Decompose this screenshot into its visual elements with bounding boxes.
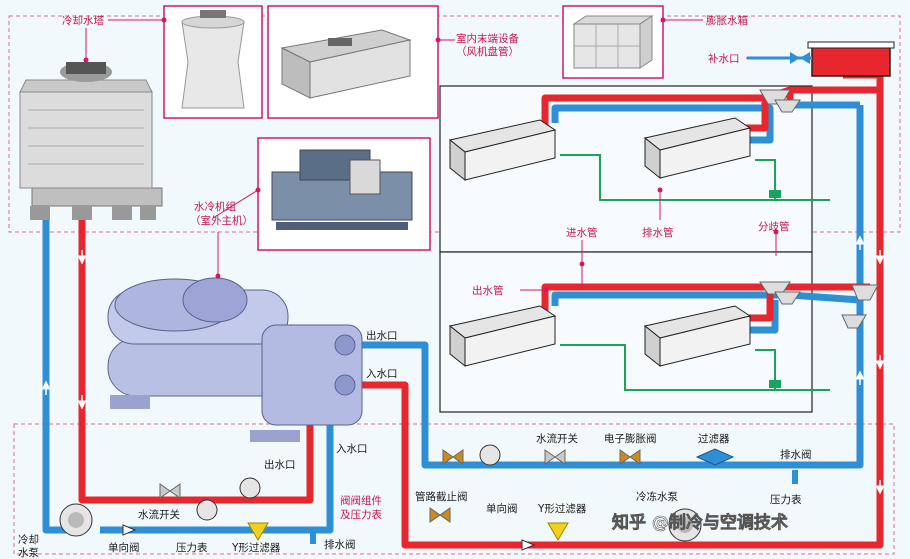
inlet-lower-label: 入水口 bbox=[336, 443, 368, 455]
expansion-tank-label: 膨胀水箱 bbox=[706, 14, 748, 27]
makeup-water-label: 补水口 bbox=[708, 52, 740, 65]
fan-coil-unit-2 bbox=[643, 117, 752, 180]
y-filter-left-label: Y形过滤器 bbox=[231, 541, 281, 554]
pressure-gauge-icon bbox=[239, 477, 261, 499]
chiller-label: 水冷机组 bbox=[194, 200, 236, 213]
valve-group-sub-label: 及压力表 bbox=[340, 508, 382, 521]
drain-valve-right-label: 排水阀 bbox=[780, 448, 812, 461]
cooling-tower-photo bbox=[163, 5, 263, 119]
fan-coil-unit-1 bbox=[448, 119, 557, 182]
inlet-upper-label: 入水口 bbox=[366, 368, 398, 380]
inlet-pipe-label: 进水管 bbox=[566, 226, 598, 239]
makeup-valve-icon bbox=[790, 52, 810, 64]
drain-pipes bbox=[560, 154, 830, 391]
callout-dots bbox=[83, 17, 779, 293]
valve-icons bbox=[122, 448, 798, 551]
cooling-pump-sub-label: 水泵 bbox=[18, 547, 39, 559]
callout-lines bbox=[85, 19, 777, 291]
valve-group-label: 阀阀组件 bbox=[340, 494, 382, 507]
cooling-tower-label: 冷却水塔 bbox=[62, 14, 104, 27]
fan-coil-unit-3 bbox=[448, 305, 557, 368]
outlet-pipe-label: 出水管 bbox=[472, 284, 504, 297]
pressure-gauge-icon bbox=[196, 499, 218, 521]
electronic-valve-label: 电子膨胀阀 bbox=[604, 432, 657, 445]
drain-valve-left-label: 排水阀 bbox=[324, 538, 356, 551]
drain-tee-lower bbox=[769, 380, 781, 388]
expansion-tank-photo bbox=[562, 5, 664, 79]
flow-arrows bbox=[41, 235, 885, 495]
outlet-lower-label: 出水口 bbox=[264, 458, 296, 471]
y-filter-mid-label: Y形过滤器 bbox=[537, 502, 587, 515]
chiller-photo bbox=[257, 137, 431, 251]
pump-room-border bbox=[13, 423, 895, 555]
flow-switch-right-label: 水流开关 bbox=[536, 432, 578, 445]
cooling-pump-label: 冷却 bbox=[18, 533, 39, 546]
indoor-unit-label: 室内末端设备 bbox=[456, 32, 519, 45]
flow-switch-left-label: 水流开关 bbox=[138, 508, 180, 521]
chilled-pump-label: 冷冻水泵 bbox=[636, 490, 678, 503]
filter-label: 过滤器 bbox=[698, 432, 730, 445]
fan-coil-unit-4 bbox=[643, 305, 752, 368]
chiller-unit bbox=[107, 277, 363, 442]
branch-pipe-fittings bbox=[759, 89, 879, 329]
fan-coil-photo bbox=[267, 5, 439, 119]
pressure-gauge-icon bbox=[479, 444, 501, 466]
pressure-gauge-right-label: 压力表 bbox=[770, 493, 802, 506]
pressure-gauge-left-label: 压力表 bbox=[176, 541, 208, 554]
check-valve-mid-label: 单向阀 bbox=[486, 502, 518, 515]
outlet-upper-label: 出水口 bbox=[366, 329, 398, 342]
chiller-sub-label: （室外主机） bbox=[190, 214, 253, 227]
pipe-stop-valve-label: 管路截止阀 bbox=[415, 490, 468, 503]
drain-tee-upper bbox=[769, 190, 781, 198]
chilled-water-pump bbox=[668, 508, 702, 542]
watermark: 知乎 @制冷与空调技术 bbox=[611, 512, 788, 533]
cooling-tower bbox=[19, 62, 163, 220]
expansion-tank bbox=[807, 41, 895, 77]
drain-pipe-label: 排水管 bbox=[642, 226, 674, 239]
check-valve-left-label: 单向阀 bbox=[108, 541, 140, 554]
cooling-water-pump bbox=[59, 503, 93, 537]
indoor-unit-sub-label: （风机盘管） bbox=[456, 45, 519, 58]
branch-pipe-label: 分歧管 bbox=[758, 220, 790, 233]
